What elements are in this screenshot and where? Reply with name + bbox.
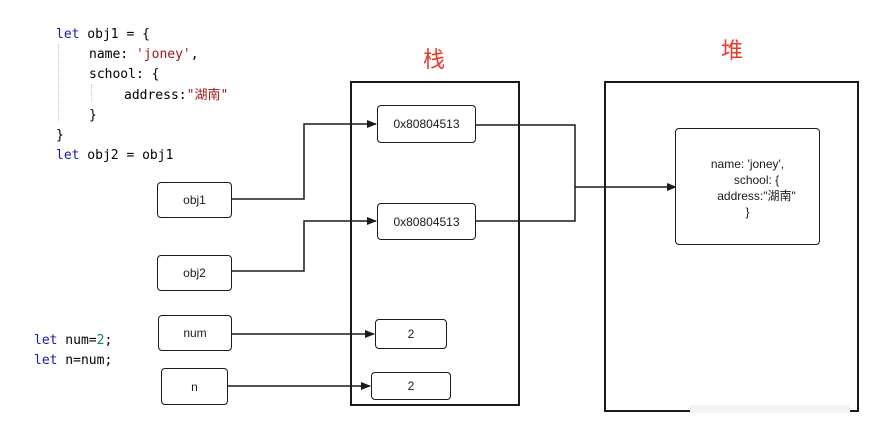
code-line: let num=2; — [34, 331, 112, 351]
keyword: let — [34, 333, 58, 348]
stack-cell-n[interactable]: 2 — [371, 372, 451, 400]
indent-guide — [58, 44, 59, 122]
code-text: name: — [89, 47, 136, 62]
heap-line-name: name: 'joney', — [710, 157, 785, 171]
heap-line-address: address:"湖南" — [717, 189, 796, 203]
code-text: num= — [57, 333, 97, 348]
heap-line-school: school: { — [733, 173, 780, 187]
var-num[interactable]: num — [158, 315, 232, 351]
watermark — [690, 405, 850, 413]
indent-guide — [91, 84, 92, 102]
stack-cell-obj2-ref[interactable]: 0x80804513 — [377, 203, 476, 240]
keyword: let — [34, 353, 58, 368]
code-text: obj1 = { — [79, 27, 150, 42]
keyword: let — [56, 27, 80, 42]
string-literal: "湖南" — [186, 88, 229, 103]
stack-label: 栈 — [423, 47, 446, 72]
code-text: n=num; — [57, 353, 113, 368]
code-line: let obj2 = obj1 — [56, 146, 173, 166]
code-line: } — [89, 106, 97, 126]
code-text: } — [89, 108, 97, 123]
obj2-ref-to-heap — [476, 187, 576, 222]
code-line: school: { — [89, 65, 159, 85]
code-line: address:"湖南" — [124, 86, 228, 106]
code-text: ; — [104, 333, 113, 348]
var-obj1[interactable]: obj1 — [157, 182, 232, 218]
string-literal: 'joney' — [135, 47, 191, 62]
code-text: , — [190, 47, 199, 62]
heap-line-close: } — [745, 205, 750, 219]
stack-cell-num[interactable]: 2 — [375, 319, 447, 349]
code-text: } — [56, 128, 64, 143]
obj1-pointer-arrow — [232, 120, 377, 200]
var-n[interactable]: n — [161, 368, 228, 405]
code-text: school: { — [89, 67, 160, 82]
keyword: let — [56, 148, 80, 163]
number-literal: 2 — [96, 333, 105, 348]
code-text: address: — [124, 88, 187, 103]
heap-label: 堆 — [721, 38, 744, 63]
obj1-ref-to-heap — [476, 124, 576, 187]
stack-region — [350, 81, 520, 406]
var-obj2[interactable]: obj2 — [157, 255, 232, 291]
code-text: obj2 = obj1 — [79, 148, 174, 163]
code-line: let n=num; — [34, 351, 112, 371]
code-line: } — [56, 126, 64, 146]
stack-cell-obj1-ref[interactable]: 0x80804513 — [377, 105, 476, 143]
heap-object[interactable]: name: 'joney', school: { address:"湖南" } — [675, 128, 820, 245]
code-line: name: 'joney', — [89, 45, 199, 65]
code-line: let obj1 = { — [56, 25, 150, 45]
obj2-pointer-arrow — [232, 217, 377, 272]
